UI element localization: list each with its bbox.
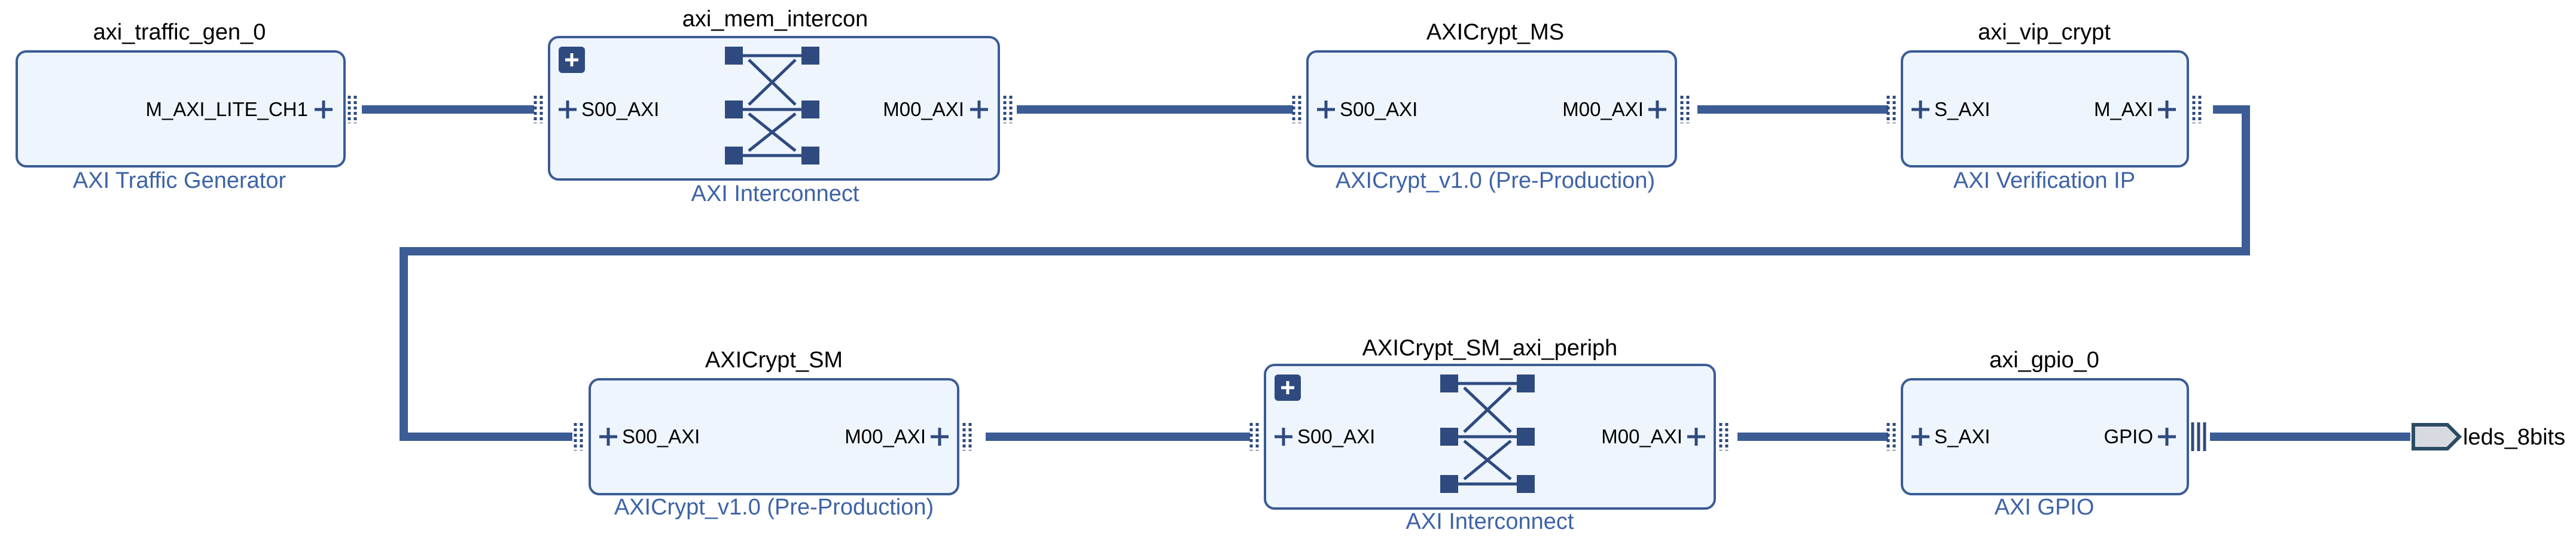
- interface-connector-icon[interactable]: [534, 96, 543, 123]
- bus-interface-plus-icon[interactable]: [559, 101, 577, 118]
- bus-interface-plus-icon[interactable]: [970, 101, 988, 118]
- crossbar-icon: [1440, 375, 1535, 493]
- interface-connector-icon[interactable]: [1249, 423, 1259, 450]
- block-body[interactable]: [589, 378, 959, 495]
- net-vip-to-axicrypt-sm[interactable]: [400, 105, 2250, 441]
- block-body[interactable]: [16, 50, 346, 168]
- block-subtitle: AXI Verification IP: [1953, 168, 2135, 193]
- interface-connector-icon[interactable]: [1886, 96, 1896, 123]
- block-name: axi_mem_intercon: [682, 7, 868, 32]
- interface-connector-icon[interactable]: [2192, 96, 2202, 123]
- block-axicrypt-ms[interactable]: AXICrypt_MS S00_AXI M00_AXI AXICrypt_v1.…: [1292, 20, 1690, 193]
- port-label-s00-axi: S00_AXI: [622, 425, 700, 447]
- port-label-m-axi-lite-ch1: M_AXI_LITE_CH1: [146, 98, 308, 120]
- port-label-m00-axi: M00_AXI: [883, 98, 964, 120]
- interface-connector-icon[interactable]: [962, 423, 972, 450]
- block-axi-mem-intercon[interactable]: axi_mem_intercon S00_AXI M00_AXI: [534, 7, 1013, 206]
- block-name: AXICrypt_SM_axi_periph: [1362, 336, 1618, 361]
- block-body[interactable]: [1901, 378, 2189, 495]
- block-axi-gpio-0[interactable]: axi_gpio_0 S_AXI GPIO AXI GPIO: [1886, 348, 2206, 520]
- interface-connector-icon[interactable]: [1680, 96, 1690, 123]
- interface-connector-icon[interactable]: [1003, 96, 1013, 123]
- expand-plus-icon[interactable]: [1275, 375, 1301, 401]
- crossbar-icon: [725, 47, 819, 165]
- port-label-s00-axi: S00_AXI: [581, 98, 659, 120]
- output-port-icon[interactable]: [2412, 423, 2462, 450]
- external-port-leds-8bits[interactable]: leds_8bits: [2412, 423, 2565, 450]
- block-subtitle: AXICrypt_v1.0 (Pre-Production): [614, 495, 934, 520]
- port-label-s-axi: S_AXI: [1934, 98, 1990, 120]
- bus-pin-icon[interactable]: [2191, 422, 2206, 451]
- external-port-label: leds_8bits: [2463, 425, 2565, 450]
- block-subtitle: AXI Traffic Generator: [73, 168, 286, 193]
- block-subtitle: AXI Interconnect: [1406, 509, 1574, 534]
- block-name: axi_vip_crypt: [1978, 20, 2111, 45]
- bus-interface-plus-icon[interactable]: [1687, 428, 1705, 446]
- bus-interface-plus-icon[interactable]: [315, 101, 333, 118]
- bus-interface-plus-icon[interactable]: [1912, 101, 1929, 118]
- block-subtitle: AXICrypt_v1.0 (Pre-Production): [1336, 168, 1655, 193]
- interface-connector-icon[interactable]: [1719, 423, 1728, 450]
- bus-interface-plus-icon[interactable]: [1912, 428, 1929, 446]
- port-label-s-axi: S_AXI: [1934, 425, 1990, 447]
- port-label-s00-axi: S00_AXI: [1297, 425, 1375, 447]
- block-axi-traffic-gen-0[interactable]: axi_traffic_gen_0 M_AXI_LITE_CH1 AXI Tra…: [16, 20, 357, 193]
- block-name: axi_traffic_gen_0: [93, 20, 266, 45]
- expand-plus-icon[interactable]: [559, 47, 585, 73]
- block-body[interactable]: [1901, 50, 2189, 168]
- block-body[interactable]: [1306, 50, 1677, 168]
- port-label-m00-axi: M00_AXI: [845, 425, 926, 447]
- bus-interface-plus-icon[interactable]: [2158, 101, 2176, 118]
- bus-interface-plus-icon[interactable]: [599, 428, 617, 446]
- block-axicrypt-sm-axi-periph[interactable]: AXICrypt_SM_axi_periph S00_AXI M00_AXI: [1249, 336, 1728, 534]
- interface-connector-icon[interactable]: [1886, 423, 1896, 450]
- bus-interface-plus-icon[interactable]: [931, 428, 949, 446]
- port-label-gpio: GPIO: [2104, 425, 2153, 447]
- block-name: AXICrypt_MS: [1426, 20, 1564, 45]
- port-label-m00-axi: M00_AXI: [1601, 425, 1682, 447]
- bus-interface-plus-icon[interactable]: [1317, 101, 1335, 118]
- block-axicrypt-sm[interactable]: AXICrypt_SM S00_AXI M00_AXI AXICrypt_v1.…: [574, 348, 972, 520]
- port-label-m-axi: M_AXI: [2094, 98, 2153, 120]
- port-label-s00-axi: S00_AXI: [1340, 98, 1417, 120]
- block-name: axi_gpio_0: [1989, 348, 2099, 373]
- block-subtitle: AXI Interconnect: [691, 181, 859, 206]
- interface-connector-icon[interactable]: [1292, 96, 1301, 123]
- block-name: AXICrypt_SM: [705, 348, 843, 373]
- bus-interface-plus-icon[interactable]: [1275, 428, 1292, 446]
- port-label-m00-axi: M00_AXI: [1562, 98, 1644, 120]
- interface-connector-icon[interactable]: [347, 96, 357, 123]
- bus-interface-plus-icon[interactable]: [2158, 428, 2176, 446]
- interface-connector-icon[interactable]: [574, 423, 583, 450]
- connections: [362, 105, 2410, 441]
- bus-interface-plus-icon[interactable]: [1648, 101, 1666, 118]
- block-axi-vip-crypt[interactable]: axi_vip_crypt S_AXI M_AXI AXI Verificati…: [1886, 20, 2202, 193]
- block-subtitle: AXI GPIO: [1995, 495, 2095, 520]
